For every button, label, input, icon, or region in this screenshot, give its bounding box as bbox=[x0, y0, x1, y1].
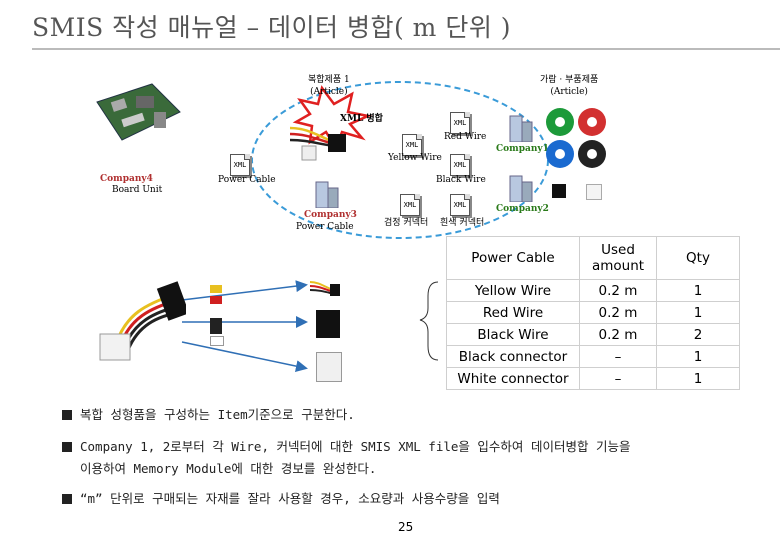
black-connector-part-image bbox=[316, 310, 340, 338]
table-cell: Yellow Wire bbox=[446, 279, 580, 302]
white-connector-swatch bbox=[210, 336, 224, 346]
company3-label: Company3 bbox=[304, 210, 357, 220]
wire-spools-image bbox=[546, 108, 606, 168]
black-wire-label: Black Wire bbox=[436, 175, 486, 185]
table-row: Red Wire 0.2 m 1 bbox=[446, 301, 740, 324]
table-cell: – bbox=[579, 367, 657, 390]
bullet-square-icon bbox=[62, 410, 72, 420]
power-cable-label: Power Cable bbox=[218, 175, 276, 185]
red-wire-swatch bbox=[210, 296, 222, 304]
usage-table: Power Cable Used amount Qty Yellow Wire … bbox=[446, 236, 740, 390]
table-header-cell: Used amount bbox=[579, 236, 657, 280]
grouping-brace bbox=[419, 281, 439, 361]
table-header-row: Power Cable Used amount Qty bbox=[446, 236, 740, 280]
xml-file-icon: XML bbox=[450, 194, 470, 216]
table-cell: Red Wire bbox=[446, 301, 580, 324]
page-number: 25 bbox=[398, 520, 414, 534]
composite-label: 복합제품 1 (Article) bbox=[308, 75, 350, 97]
company1-label: Company1 bbox=[496, 144, 549, 154]
table-row: Yellow Wire 0.2 m 1 bbox=[446, 279, 740, 302]
table-cell: 2 bbox=[656, 323, 740, 346]
table-cell: 1 bbox=[656, 279, 740, 302]
table-cell: 1 bbox=[656, 367, 740, 390]
xml-file-icon: XML bbox=[450, 112, 470, 134]
bullet-item: 복합 성형품을 구성하는 Item기준으로 구분한다. bbox=[62, 404, 355, 423]
black-connector-image bbox=[552, 184, 566, 198]
bullet-square-icon bbox=[62, 494, 72, 504]
table-cell: – bbox=[579, 345, 657, 368]
table-row: White connector – 1 bbox=[446, 367, 740, 390]
table-row: Black connector – 1 bbox=[446, 345, 740, 368]
table-cell: Black connector bbox=[446, 345, 580, 368]
white-connector-part-image bbox=[316, 352, 342, 382]
table-row: Black Wire 0.2 m 2 bbox=[446, 323, 740, 346]
company2-label: Company2 bbox=[496, 204, 549, 214]
connector-caption-white: 흰색 커넥터 bbox=[440, 218, 485, 228]
bullet-square-icon bbox=[62, 442, 72, 452]
arrow-white bbox=[181, 341, 308, 373]
table-header-cell: Power Cable bbox=[446, 236, 580, 280]
bullet-item: Company 1, 2로부터 각 Wire, 커넥터에 대한 SMIS XML… bbox=[62, 436, 630, 455]
building-icon bbox=[509, 175, 533, 202]
yellow-wire-label: Yellow Wire bbox=[388, 153, 442, 163]
merge-label: XML 병합 bbox=[340, 114, 383, 124]
power-cable-part-image bbox=[309, 281, 340, 296]
black-wire-swatch bbox=[210, 318, 222, 326]
xml-file-icon: XML bbox=[400, 194, 420, 216]
wire-parts-label: 가람 · 부품제품 (Article) bbox=[540, 75, 599, 97]
black-wire-swatch bbox=[210, 326, 222, 334]
building-icon bbox=[509, 115, 533, 142]
table-cell: Black Wire bbox=[446, 323, 580, 346]
table-cell: 0.2 m bbox=[579, 301, 657, 324]
title-divider bbox=[32, 48, 780, 50]
red-wire-label: Red Wire bbox=[444, 132, 487, 142]
xml-file-icon: XML bbox=[450, 154, 470, 176]
table-cell: 1 bbox=[656, 301, 740, 324]
power-cable-image bbox=[289, 126, 346, 161]
table-header-cell: Qty bbox=[656, 236, 740, 280]
building-icon bbox=[315, 181, 339, 208]
power-cable-caption: Power Cable bbox=[296, 222, 354, 232]
board-unit-label: Board Unit bbox=[112, 185, 163, 195]
yellow-wire-swatch bbox=[210, 285, 222, 293]
table-cell: 0.2 m bbox=[579, 323, 657, 346]
table-cell: 1 bbox=[656, 345, 740, 368]
table-cell: 0.2 m bbox=[579, 279, 657, 302]
white-connector-image bbox=[586, 184, 602, 200]
page-title: SMIS 작성 매뉴얼 – 데이터 병합( m 단위 ) bbox=[32, 13, 512, 42]
table-cell: White connector bbox=[446, 367, 580, 390]
company4-label: Company4 bbox=[100, 174, 153, 184]
connector-caption-black: 검정 커넥터 bbox=[384, 218, 429, 228]
cable-assembly-image bbox=[99, 281, 186, 361]
xml-file-icon: XML bbox=[402, 134, 422, 156]
board-unit-image bbox=[96, 83, 181, 141]
arrow-yellow bbox=[181, 280, 308, 301]
bullet-item: “m” 단위로 구매되는 자재를 잘라 사용할 경우, 소요량과 사용수량을 입… bbox=[62, 488, 500, 507]
xml-file-icon: XML bbox=[230, 154, 250, 176]
bullet-item-continuation: 이용하여 Memory Module에 대한 경보를 완성한다. bbox=[80, 461, 377, 476]
